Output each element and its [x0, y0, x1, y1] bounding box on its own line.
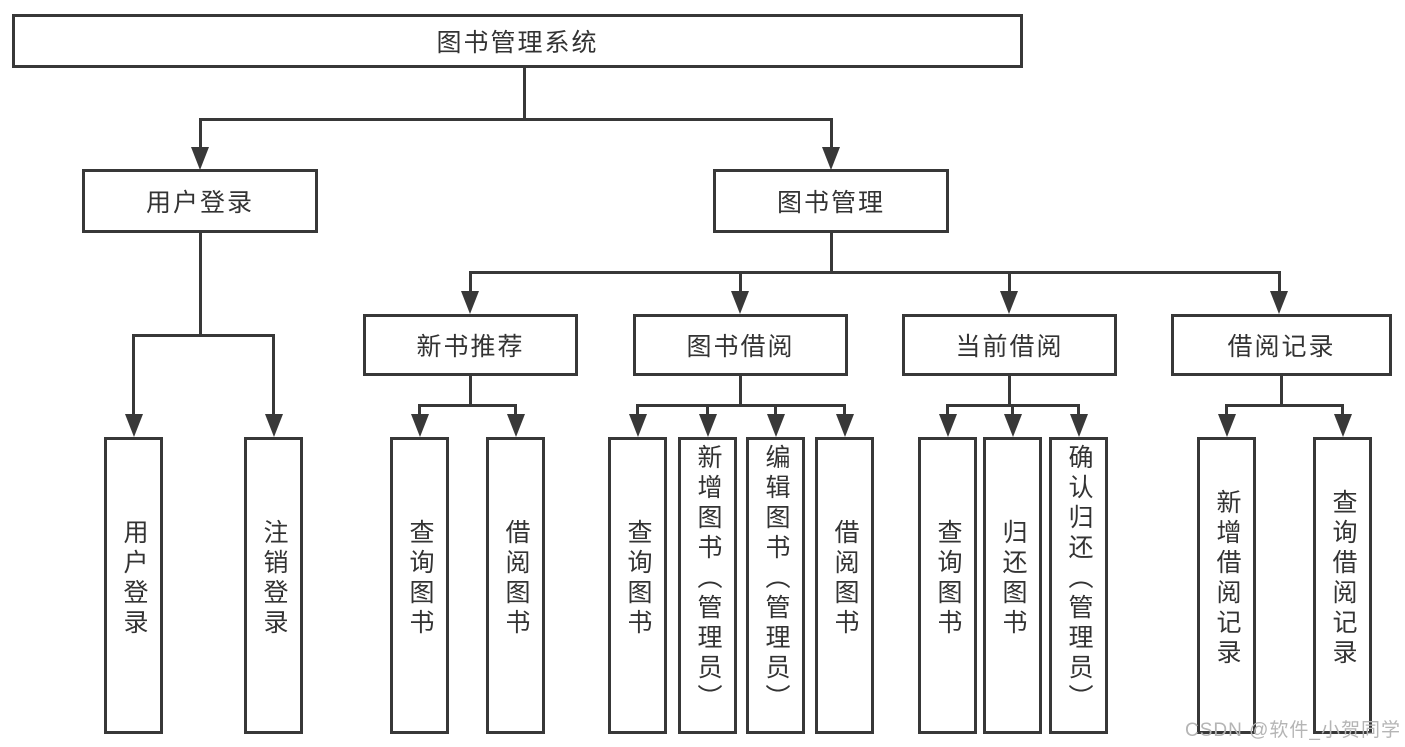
leaf-label: 注销登录 — [260, 518, 288, 639]
connector-level2-rail — [469, 271, 1281, 274]
leaf-label: 用户登录 — [120, 518, 148, 639]
leaf-label: 借阅图书 — [502, 518, 530, 639]
node-borrow-records: 借阅记录 — [1171, 314, 1392, 376]
connector-new-books-rail — [418, 404, 517, 407]
node-leaf-logout: 注销登录 — [244, 437, 303, 734]
connector-user-login-rail — [132, 334, 275, 337]
node-user-login-label: 用户登录 — [145, 189, 254, 217]
node-new-books: 新书推荐 — [363, 314, 578, 376]
arrow-down-icon — [731, 291, 749, 314]
arrow-down-icon — [411, 414, 429, 437]
leaf-label: 新增借阅记录 — [1213, 488, 1241, 669]
connector-root-stub — [523, 68, 526, 120]
connector-to-book-borrow — [739, 273, 742, 293]
node-leaf-records-add: 新增借阅记录 — [1197, 437, 1256, 734]
leaf-label: 查询图书 — [624, 518, 652, 639]
arrow-down-icon — [125, 414, 143, 437]
connector-current-borrow-stub — [1008, 376, 1011, 407]
arrow-down-icon — [767, 414, 785, 437]
connector-borrow-records-rail — [1225, 404, 1344, 407]
node-current-borrow-label: 当前借阅 — [955, 333, 1064, 361]
arrow-down-icon — [699, 414, 717, 437]
connector-to-user-login — [199, 120, 202, 150]
connector-to-leaf — [1077, 406, 1080, 418]
leaf-label: 查询图书 — [934, 518, 962, 639]
node-leaf-records-query: 查询借阅记录 — [1313, 437, 1372, 734]
connector-book-borrow-rail — [636, 404, 846, 407]
connector-level1-rail — [199, 118, 833, 121]
leaf-label: 编辑图书（管理员） — [762, 443, 790, 714]
arrow-down-icon — [191, 147, 209, 170]
connector-to-current-borrow — [1008, 273, 1011, 293]
arrow-down-icon — [836, 414, 854, 437]
arrow-down-icon — [1000, 291, 1018, 314]
node-borrow-records-label: 借阅记录 — [1227, 333, 1336, 361]
node-root: 图书管理系统 — [12, 14, 1023, 68]
node-leaf-borrow-edit-admin: 编辑图书（管理员） — [746, 437, 805, 734]
connector-to-leaf — [843, 406, 846, 418]
connector-to-leaf — [1225, 406, 1228, 418]
leaf-label: 确认归还（管理员） — [1065, 443, 1093, 714]
connector-to-borrow-records — [1278, 273, 1281, 293]
arrow-down-icon — [1218, 414, 1236, 437]
node-leaf-current-return: 归还图书 — [983, 437, 1042, 734]
arrow-down-icon — [507, 414, 525, 437]
arrow-down-icon — [1334, 414, 1352, 437]
node-leaf-borrow-borrow: 借阅图书 — [815, 437, 874, 734]
connector-new-books-stub — [469, 376, 472, 407]
csdn-watermark: CSDN @软件_小贺同学 — [1185, 720, 1401, 741]
arrow-down-icon — [1070, 414, 1088, 437]
arrow-down-icon — [822, 147, 840, 170]
leaf-label: 查询借阅记录 — [1329, 488, 1357, 669]
node-leaf-current-confirm-admin: 确认归还（管理员） — [1049, 437, 1108, 734]
node-leaf-newbooks-borrow: 借阅图书 — [486, 437, 545, 734]
connector-to-leaf — [774, 406, 777, 418]
leaf-label: 查询图书 — [406, 518, 434, 639]
node-user-login: 用户登录 — [82, 169, 318, 233]
connector-to-leaf — [514, 406, 517, 418]
arrow-down-icon — [461, 291, 479, 314]
connector-book-borrow-stub — [739, 376, 742, 407]
node-leaf-borrow-add-admin: 新增图书（管理员） — [678, 437, 737, 734]
connector-book-mgmt-stub — [830, 233, 833, 274]
arrow-down-icon — [939, 414, 957, 437]
connector-user-login-stub — [199, 233, 202, 336]
arrow-down-icon — [1004, 414, 1022, 437]
node-new-books-label: 新书推荐 — [416, 333, 525, 361]
connector-to-leaf — [946, 406, 949, 418]
connector-to-leaf — [418, 406, 421, 418]
arrow-down-icon — [629, 414, 647, 437]
node-leaf-current-query: 查询图书 — [918, 437, 977, 734]
node-book-management: 图书管理 — [713, 169, 949, 233]
connector-to-leaf — [1341, 406, 1344, 418]
node-book-management-label: 图书管理 — [776, 189, 885, 217]
node-leaf-newbooks-query: 查询图书 — [390, 437, 449, 734]
node-book-borrow: 图书借阅 — [633, 314, 848, 376]
connector-to-leaf — [706, 406, 709, 418]
node-book-borrow-label: 图书借阅 — [686, 333, 795, 361]
leaf-label: 借阅图书 — [831, 518, 859, 639]
connector-to-leaf — [132, 336, 135, 416]
connector-to-new-books — [469, 273, 472, 293]
arrow-down-icon — [265, 414, 283, 437]
connector-to-book-mgmt — [830, 120, 833, 150]
node-current-borrow: 当前借阅 — [902, 314, 1117, 376]
connector-to-leaf — [636, 406, 639, 418]
arrow-down-icon — [1270, 291, 1288, 314]
connector-to-leaf — [272, 336, 275, 416]
leaf-label: 归还图书 — [999, 518, 1027, 639]
node-leaf-borrow-query: 查询图书 — [608, 437, 667, 734]
connector-borrow-records-stub — [1280, 376, 1283, 407]
connector-current-borrow-rail — [946, 404, 1080, 407]
node-root-label: 图书管理系统 — [436, 29, 599, 57]
node-leaf-user-login: 用户登录 — [104, 437, 163, 734]
connector-to-leaf — [1011, 406, 1014, 418]
leaf-label: 新增图书（管理员） — [694, 443, 722, 714]
